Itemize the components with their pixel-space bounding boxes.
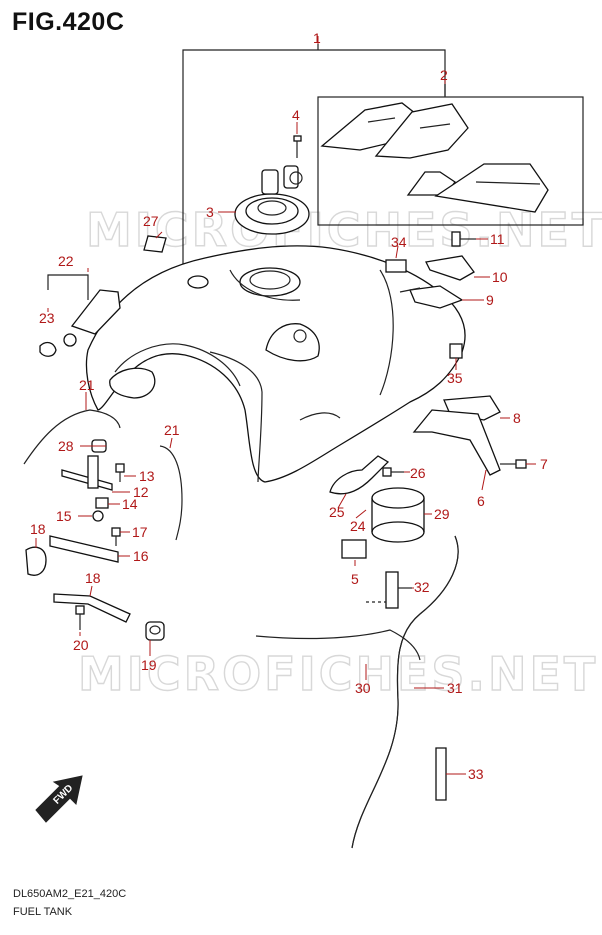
fuel-tank [85, 245, 466, 483]
callout-33: 33 [468, 766, 484, 782]
seal-9 [399, 287, 421, 293]
fuel-cap [234, 165, 310, 235]
diagram-name: FUEL TANK [13, 906, 73, 918]
bolt-13 [115, 463, 125, 482]
callout-8: 8 [513, 410, 521, 426]
callout-18-lower: 18 [85, 570, 101, 586]
grommet-18 [25, 546, 47, 576]
callout-13: 13 [139, 468, 155, 484]
callout-16: 16 [133, 548, 149, 564]
bracket-16 [49, 535, 119, 563]
drain-tube [209, 351, 263, 483]
callout-29: 29 [434, 506, 450, 522]
nut-14 [95, 497, 109, 509]
callout-23: 23 [39, 310, 55, 326]
fwd-arrow-icon: FWD [35, 775, 83, 823]
vent-fitting [329, 455, 390, 495]
bracket-12-arm [87, 455, 99, 489]
bolt-26 [382, 467, 404, 477]
callout-18-upper: 18 [30, 521, 46, 537]
callout-9: 9 [486, 292, 494, 308]
callout-labels: 1 2 3 4 5 6 7 8 9 10 11 12 13 14 15 16 1… [30, 30, 548, 782]
callout-25: 25 [329, 504, 345, 520]
figure-title: FIG.420C [12, 8, 125, 36]
callout-34: 34 [391, 234, 407, 250]
callout-20: 20 [73, 637, 89, 653]
cushion-19 [145, 621, 165, 641]
hose-clip [435, 747, 447, 801]
callout-4: 4 [292, 107, 300, 123]
callout-6: 6 [477, 493, 485, 509]
callout-10: 10 [492, 269, 508, 285]
drain-hose [255, 629, 421, 661]
hose-21-left [23, 409, 121, 465]
callout-21-left: 21 [79, 377, 95, 393]
callout-31: 31 [447, 680, 463, 696]
callout-2: 2 [440, 67, 448, 83]
callout-28: 28 [58, 438, 74, 454]
t-joint [366, 571, 412, 609]
cushion-35 [449, 343, 463, 359]
callout-19: 19 [141, 657, 157, 673]
bracket-12 [61, 469, 113, 491]
callout-11: 11 [490, 231, 505, 247]
bolt-20 [75, 605, 85, 630]
tank-stay [412, 409, 501, 476]
side-cover [70, 289, 121, 335]
tank-decals [320, 102, 549, 213]
callout-30: 30 [355, 680, 371, 696]
bracket-22 [47, 274, 89, 300]
diagram-code: DL650AM2_E21_420C [13, 888, 127, 900]
pad [143, 235, 167, 253]
cushion-34 [385, 259, 407, 273]
callout-35: 35 [447, 370, 463, 386]
callout-1: 1 [313, 30, 321, 46]
callout-17: 17 [132, 524, 148, 540]
bolt-7 [500, 459, 527, 469]
callout-21-right: 21 [164, 422, 180, 438]
callout-15: 15 [56, 508, 72, 524]
callout-12: 12 [133, 484, 149, 500]
callout-24: 24 [350, 518, 366, 534]
cushion [39, 341, 57, 357]
clamp-5 [341, 539, 367, 559]
hose-21-right [159, 445, 183, 541]
callout-26: 26 [410, 465, 426, 481]
watermark-top: MICROFICHES.NET [86, 203, 602, 257]
callout-32: 32 [414, 579, 430, 595]
breather-hose-inner [351, 535, 459, 849]
assembly-bracket [182, 44, 584, 268]
washer-15 [92, 510, 104, 522]
bracket-9 [409, 285, 464, 309]
cover-grommet [63, 333, 77, 347]
bolt-11 [451, 231, 476, 247]
watermark-bottom: MICROFICHES.NET [78, 647, 598, 701]
bracket-10 [425, 255, 475, 281]
callout-5: 5 [351, 571, 359, 587]
callout-14: 14 [122, 496, 138, 512]
sleeve-29 [371, 487, 425, 543]
bolt-17 [111, 527, 121, 546]
leader-lines [35, 36, 536, 775]
callout-27: 27 [143, 213, 159, 229]
callout-22: 22 [58, 253, 74, 269]
callout-7: 7 [540, 456, 548, 472]
cap-screw [293, 135, 302, 158]
callout-3: 3 [206, 204, 214, 220]
bracket-18 [53, 593, 131, 623]
